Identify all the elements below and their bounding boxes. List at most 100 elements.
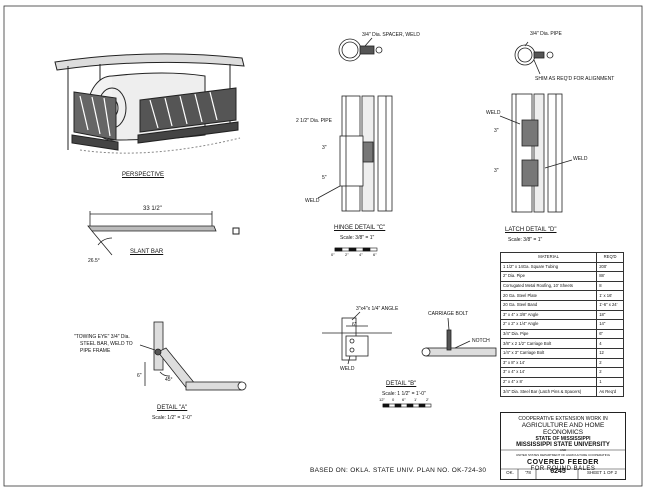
- materials-cell-material: 1/4" x 3" Carriage Bolt: [499, 347, 598, 359]
- materials-cell-material: 2" x 4" x 8': [499, 376, 598, 388]
- detail-a-note-line3: PIPE FRAME: [80, 348, 111, 354]
- materials-table: MATERIAL REQ'D 1 1/2" x 14Ga. Square Tub…: [499, 252, 624, 397]
- materials-row: 3" x 8" x 14'2: [499, 357, 624, 369]
- latch-weld-side: WELD: [573, 156, 588, 162]
- title-block-line1: COOPERATIVE EXTENSION WORK IN: [518, 416, 608, 422]
- hinge-dim-2: 5": [322, 175, 327, 181]
- latch-pipe-note: 3/4" Dia. PIPE: [530, 31, 562, 37]
- hinge-dim-1: 3": [322, 145, 327, 151]
- detail-b-scale-bar: [382, 403, 432, 408]
- detail-a-note-line2: STEEL BAR, WELD TO: [80, 341, 133, 347]
- perspective-label: PERSPECTIVE: [122, 172, 165, 178]
- latch-detail-drawing: [499, 41, 573, 213]
- detail-b-scale-tick: 0: [392, 397, 395, 402]
- materials-header-row: MATERIAL REQ'D: [499, 252, 624, 263]
- hinge-scale-tick: 2": [345, 252, 349, 257]
- detail-a-drawing: [139, 321, 247, 391]
- latch-scale: Scale: 3/8" = 1": [508, 237, 543, 243]
- materials-cell-reqd: 200': [596, 261, 624, 273]
- hinge-weld: WELD: [305, 198, 320, 204]
- plan-subtitle: FOR ROUND BALES: [530, 466, 596, 472]
- materials-cell-reqd: 2: [596, 357, 624, 369]
- materials-cell-reqd: 1: [596, 376, 624, 388]
- latch-dim-1: 3": [494, 128, 499, 134]
- materials-cell-material: Corrugated Metal Roofing, 10' Sheets: [499, 280, 598, 292]
- detail-b-scale-tick: 6": [402, 397, 406, 402]
- hinge-scale-tick: 6": [373, 252, 377, 257]
- materials-row: 2" x 4" x 8'1: [499, 376, 624, 388]
- title-block-line6: UNITED STATES DEPARTMENT OF AGRICULTURE …: [515, 453, 611, 457]
- materials-cell-material: 3" x 4" x 14': [499, 367, 598, 378]
- perspective-drawing: [54, 53, 245, 154]
- materials-cell-material: 20 Ga. Steel Band: [499, 299, 598, 311]
- hinge-scale-bar: [334, 247, 378, 252]
- hinge-pipe-note: 2 1/2" Dia. PIPE: [296, 118, 332, 124]
- materials-cell-reqd: 18": [596, 309, 624, 321]
- materials-cell-material: 3/8" x 2 1/2" Carriage Bolt: [499, 338, 598, 349]
- materials-cell-reqd: 4: [596, 338, 624, 349]
- materials-cell-material: 20 Ga. Steel Plate: [499, 290, 598, 301]
- materials-row: 3/4" Dia. Steel Bar (Latch Pins & Spacer…: [499, 386, 624, 397]
- detail-a-scale: Scale: 1/2" = 1'-0": [152, 415, 192, 421]
- plan-number: 6245: [550, 468, 566, 475]
- hinge-detail-drawing: [317, 37, 393, 212]
- detail-b-scale-tick: 2': [426, 397, 429, 402]
- detail-a-angle: 45°: [165, 377, 173, 383]
- slant-bar-label: SLANT BAR: [130, 249, 164, 255]
- materials-cell-reqd: 6": [596, 328, 624, 340]
- hinge-scale-tick: 4": [359, 252, 363, 257]
- materials-cell-material: 3/4" Dia. Steel Bar (Latch Pins & Spacer…: [499, 386, 598, 397]
- detail-b-dim: 6": [352, 322, 357, 328]
- materials-cell-material: 3" x 4" x 3/8" Angle: [499, 309, 598, 321]
- based-on-note: BASED ON: OKLA. STATE UNIV. PLAN NO. OK-…: [310, 467, 487, 474]
- title-block-cell-b: '78: [525, 470, 531, 475]
- title-block-lines: [500, 449, 625, 479]
- latch-weld-top: WELD: [486, 110, 501, 116]
- materials-cell-material: 3" x 8" x 14': [499, 357, 598, 369]
- hinge-scale-tick: 0": [331, 252, 335, 257]
- materials-cell-reqd: 14": [596, 319, 624, 330]
- detail-b-scale-tick: 12": [379, 397, 385, 402]
- materials-cell-material: 2" Dia. Pipe: [499, 271, 598, 282]
- materials-cell-reqd: 2: [596, 367, 624, 378]
- sheet-border: [3, 5, 643, 487]
- materials-cell-material: 2" x 2" x 1/4" Angle: [499, 319, 598, 330]
- latch-shim-note: SHIM AS REQ'D FOR ALIGNMENT: [535, 76, 615, 82]
- materials-header-reqd: REQ'D: [596, 252, 624, 263]
- detail-b-scale-tick: 1': [414, 397, 417, 402]
- materials-cell-reqd: 1' x 16': [596, 290, 624, 301]
- materials-cell-material: 3/4" Dia. Pipe: [499, 328, 598, 340]
- slant-bar-dimension: 33 1/2": [143, 206, 162, 212]
- title-block-line2: AGRICULTURE AND HOME ECONOMICS: [521, 422, 605, 436]
- detail-b-label: DETAIL "B": [386, 381, 417, 387]
- sheet-number: SHEET 1 OF 2: [587, 470, 617, 475]
- materials-header-material: MATERIAL: [499, 252, 598, 263]
- detail-b-bolt-note: CARRIAGE BOLT: [428, 311, 469, 317]
- title-block-line4: MISSISSIPPI STATE UNIVERSITY: [516, 442, 610, 448]
- latch-detail-label: LATCH DETAIL "D": [505, 227, 557, 233]
- materials-cell-material: 1 1/2" x 14Ga. Square Tubing: [499, 261, 598, 273]
- plan-title: COVERED FEEDER: [527, 459, 599, 466]
- detail-a-dim: 6": [137, 373, 142, 379]
- detail-b-scale: Scale: 1 1/2" = 1'-0": [382, 391, 426, 397]
- title-block-cell-a: OK.: [506, 470, 514, 475]
- detail-b-notch: NOTCH: [472, 338, 490, 344]
- materials-cell-reqd: As Req'd: [596, 386, 624, 397]
- title-block: COOPERATIVE EXTENSION WORK IN AGRICULTUR…: [500, 412, 626, 480]
- slant-bar-angle: 26.5°: [88, 258, 100, 264]
- detail-a-note-line1: "TOWING EYE" 3/4" Dia.: [74, 334, 130, 340]
- hinge-scale: Scale: 3/8" = 1": [340, 235, 375, 241]
- detail-b-weld: WELD: [340, 366, 355, 372]
- latch-dim-2: 3": [494, 168, 499, 174]
- title-block-line5: AND: [559, 448, 567, 452]
